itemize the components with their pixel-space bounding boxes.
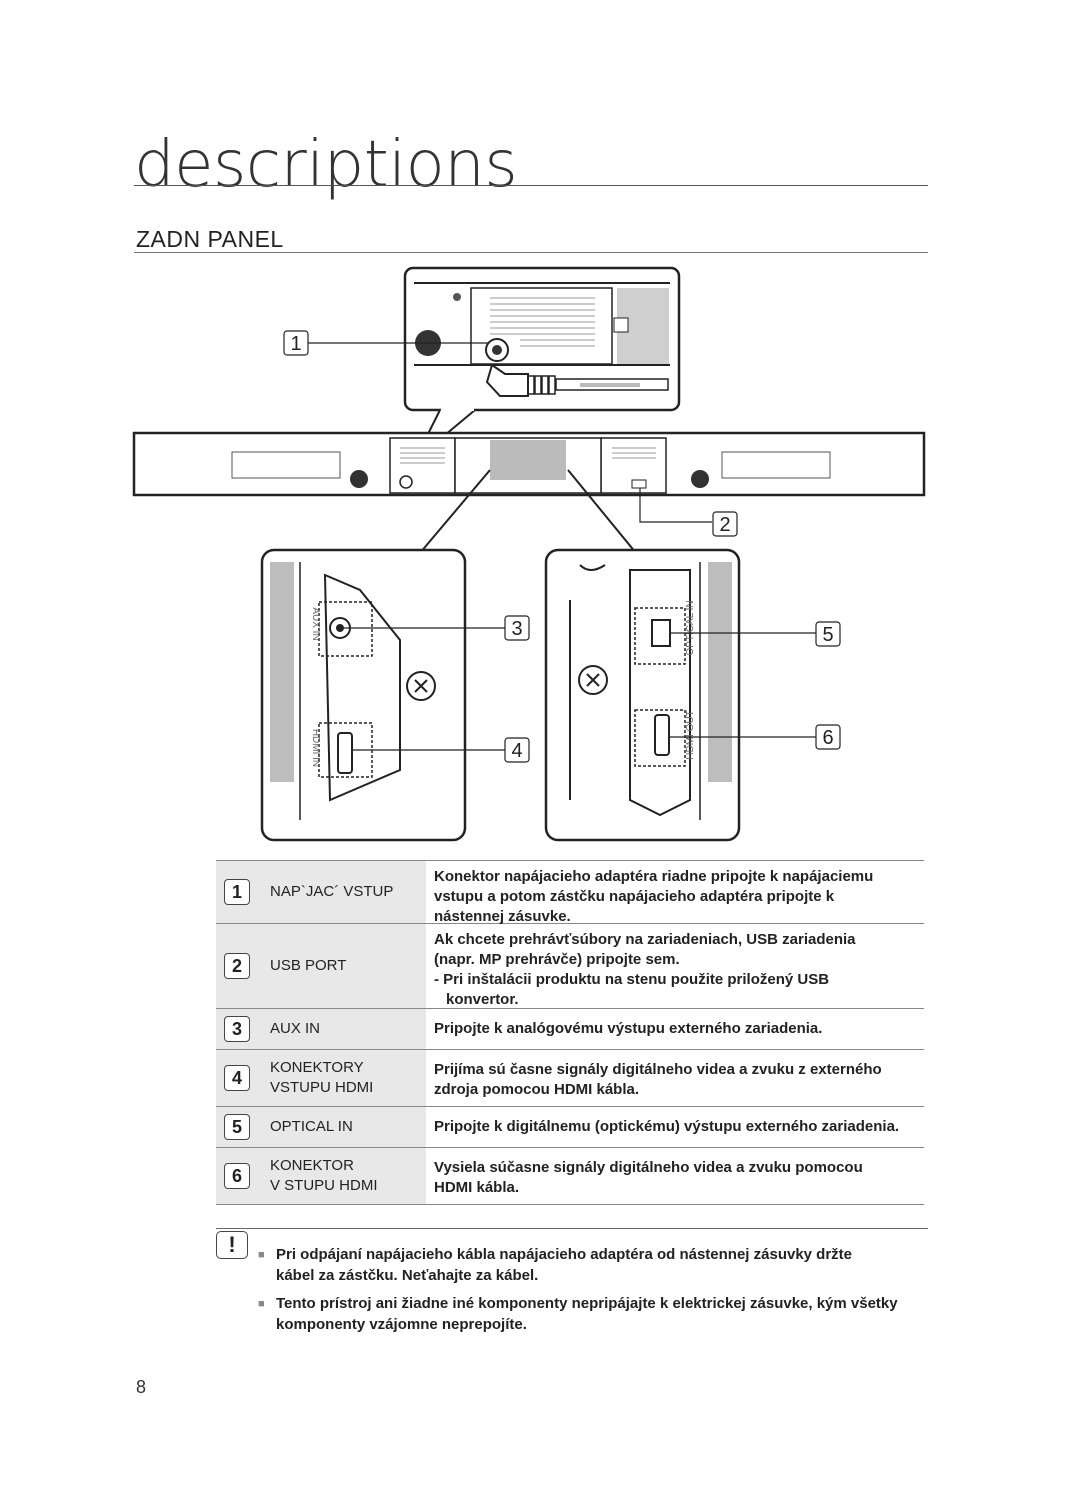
connector-table: 1 NAP`JAC´ VSTUP Konektor napájacieho ad… [216,860,924,1205]
bullet-icon: ■ [258,1249,265,1261]
hdmi-out-label: HDMI OUT [685,710,696,759]
rear-panel-diagram: 1 2 AU [132,266,926,842]
table-row: 1 NAP`JAC´ VSTUP Konektor napájacieho ad… [216,860,924,925]
row-description: Pripojte k digitálnemu (optickému) výstu… [434,1118,900,1135]
page-title: descriptions [134,128,518,202]
row-label-cell: 1 NAP`JAC´ VSTUP [216,861,426,923]
row-number: 3 [224,1016,250,1042]
row-label: KONEKTORY VSTUPU HDMI [270,1059,374,1096]
power-inset [403,266,681,461]
row-label: KONEKTOR V STUPU HDMI [270,1157,378,1194]
row-label-cell: 5 OPTICAL IN [216,1107,426,1147]
hdmi-in-label: HDMI IN [310,729,321,767]
note-item: ■ Pri odpájaní napájacieho kábla napájac… [258,1246,853,1284]
row-label: AUX IN [270,1020,321,1037]
row-number: 4 [224,1065,250,1091]
section-heading: ZADN PANEL [136,226,284,252]
row-label-cell: 2 USB PORT [216,924,426,1008]
section-divider [134,252,928,253]
row-description: Pripojte k analógovému výstupu externého… [434,1020,823,1037]
callout-5: 5 [822,624,833,646]
row-number: 6 [224,1163,250,1189]
row-description: Ak chcete prehrávťsúbory na zariadeniach… [434,931,856,1008]
callout-4: 4 [511,740,522,762]
table-row: 6 KONEKTOR V STUPU HDMI Vysiela súčasne … [216,1148,924,1205]
row-label: OPTICAL IN [270,1118,353,1135]
row-description: Vysiela súčasne signály digitálneho vide… [434,1159,863,1196]
title-divider [134,185,928,186]
row-number: 5 [224,1114,250,1140]
right-detail-panel: OPTICAL IN HDMI OUT [544,548,741,842]
row-label: NAP`JAC´ VSTUP [270,883,394,900]
row-number: 2 [224,953,250,979]
table-row: 3 AUX IN Pripojte k analógovému výstupu … [216,1009,924,1050]
bullet-icon: ■ [258,1298,265,1310]
row-description: Konektor napájacieho adaptéra riadne pri… [434,868,874,925]
note-item: ■ Tento prístroj ani žiadne iné komponen… [258,1295,898,1333]
soundbar-rear [132,431,926,497]
table-row: 4 KONEKTORY VSTUPU HDMI Prijíma sú časne… [216,1050,924,1107]
row-label-cell: 4 KONEKTORY VSTUPU HDMI [216,1050,426,1106]
optical-in-label: OPTICAL IN [685,600,696,655]
callout-3: 3 [511,618,522,640]
row-label-cell: 6 KONEKTOR V STUPU HDMI [216,1148,426,1204]
notes-divider [216,1228,928,1229]
row-description: Prijíma sú časne signály digitálneho vid… [434,1061,882,1098]
table-row: 5 OPTICAL IN Pripojte k digitálnemu (opt… [216,1107,924,1148]
table-row: 2 USB PORT Ak chcete prehrávťsúbory na z… [216,924,924,1009]
callout-1: 1 [290,333,301,355]
warning-icon: ! [216,1231,248,1259]
aux-in-label: AUX IN [310,607,321,640]
row-label-cell: 3 AUX IN [216,1009,426,1049]
row-number: 1 [224,879,250,905]
page-number: 8 [136,1377,147,1397]
callout-6: 6 [822,727,833,749]
left-detail-panel: AUX IN HDMI IN [260,548,467,842]
row-label: USB PORT [270,957,347,974]
callout-2: 2 [719,514,730,536]
notes-list: ■ Pri odpájaní napájacieho kábla napájac… [258,1244,948,1342]
